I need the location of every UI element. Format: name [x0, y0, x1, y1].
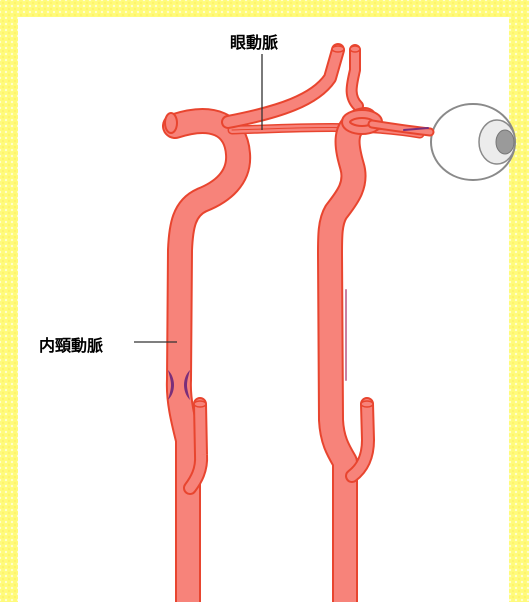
upper-branch: [228, 46, 360, 122]
eyeball: [431, 104, 515, 180]
label-ophthalmic-artery: 眼動脈: [230, 29, 278, 53]
left-artery: [165, 113, 238, 602]
label-internal-carotid-artery: 内頸動脈: [39, 332, 103, 356]
right-artery: [330, 114, 430, 602]
